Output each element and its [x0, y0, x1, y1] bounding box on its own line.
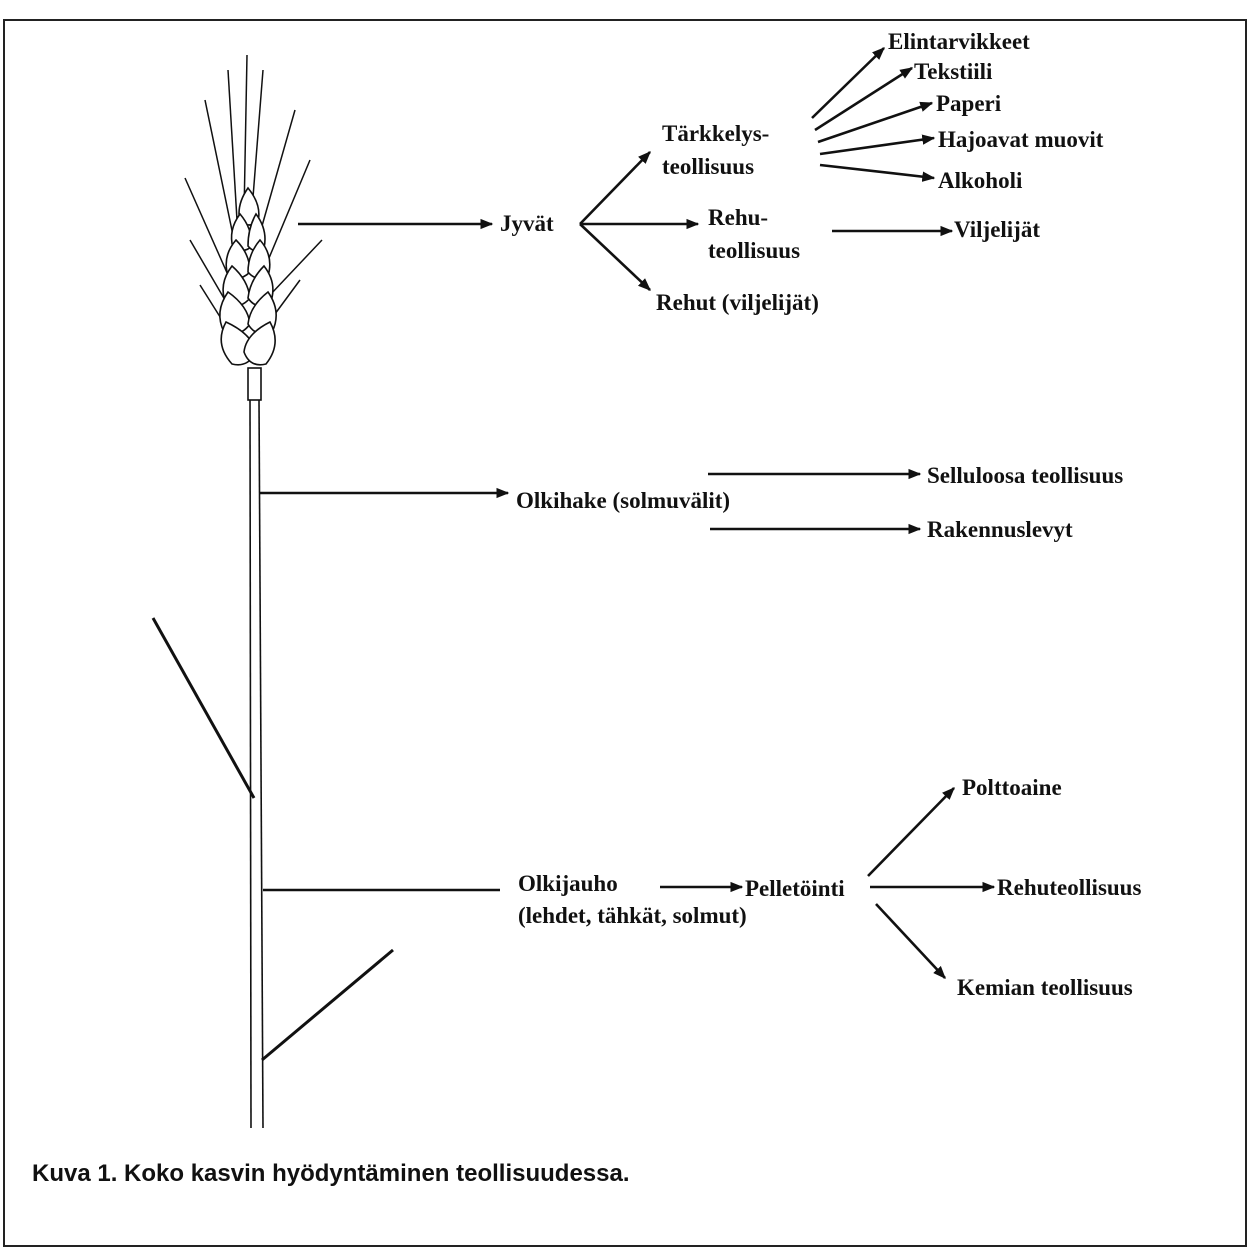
label-tekstiili: Tekstiili	[914, 60, 992, 84]
arrow-to-muovit	[820, 138, 934, 154]
arrow-to-tekstiili	[815, 68, 912, 130]
label-feed-direct: Rehut (viljelijät)	[656, 291, 819, 315]
label-pelletointi: Pelletöinti	[745, 877, 845, 901]
arrow-to-feed-direct	[580, 224, 650, 290]
label-feed-industry-line2: teollisuus	[708, 239, 800, 263]
figure-frame	[4, 20, 1246, 1246]
label-starch-line2: teollisuus	[662, 155, 754, 179]
label-jyvat: Jyvät	[500, 212, 554, 236]
wheat-neck	[248, 368, 261, 400]
wheat-stalk-right	[259, 400, 263, 1128]
wheat-plant-icon	[153, 55, 393, 1128]
arrow-to-polttoaine	[868, 788, 954, 876]
leaf-lower	[262, 950, 393, 1060]
label-rehuteollisuus: Rehuteollisuus	[997, 876, 1141, 900]
arrow-to-starch	[580, 152, 650, 224]
label-hajoavat-muovit: Hajoavat muovit	[938, 128, 1103, 152]
leaf-upper	[153, 618, 254, 798]
label-kemian-teollisuus: Kemian teollisuus	[957, 976, 1133, 1000]
label-olkihake: Olkihake (solmuvälit)	[516, 489, 730, 513]
label-viljelijat: Viljelijät	[954, 218, 1040, 242]
arrows	[259, 48, 994, 978]
label-rakennuslevyt: Rakennuslevyt	[927, 518, 1073, 542]
arrow-to-alkoholi	[820, 165, 934, 178]
label-starch-line1: Tärkkelys-	[662, 122, 769, 146]
wheat-stalk-left	[250, 400, 251, 1128]
arrow-to-paperi	[818, 103, 932, 142]
label-olkijauho-line2: (lehdet, tähkät, solmut)	[518, 904, 747, 928]
label-feed-industry-line1: Rehu-	[708, 206, 768, 230]
figure-caption: Kuva 1. Koko kasvin hyödyntäminen teolli…	[32, 1160, 630, 1188]
label-elintarvikkeet: Elintarvikkeet	[888, 30, 1030, 54]
label-alkoholi: Alkoholi	[938, 169, 1022, 193]
label-olkijauho-line1: Olkijauho	[518, 872, 618, 896]
label-paperi: Paperi	[936, 92, 1001, 116]
label-polttoaine: Polttoaine	[962, 776, 1062, 800]
label-selluloosa: Selluloosa teollisuus	[927, 464, 1123, 488]
arrow-to-kemian	[876, 904, 945, 978]
